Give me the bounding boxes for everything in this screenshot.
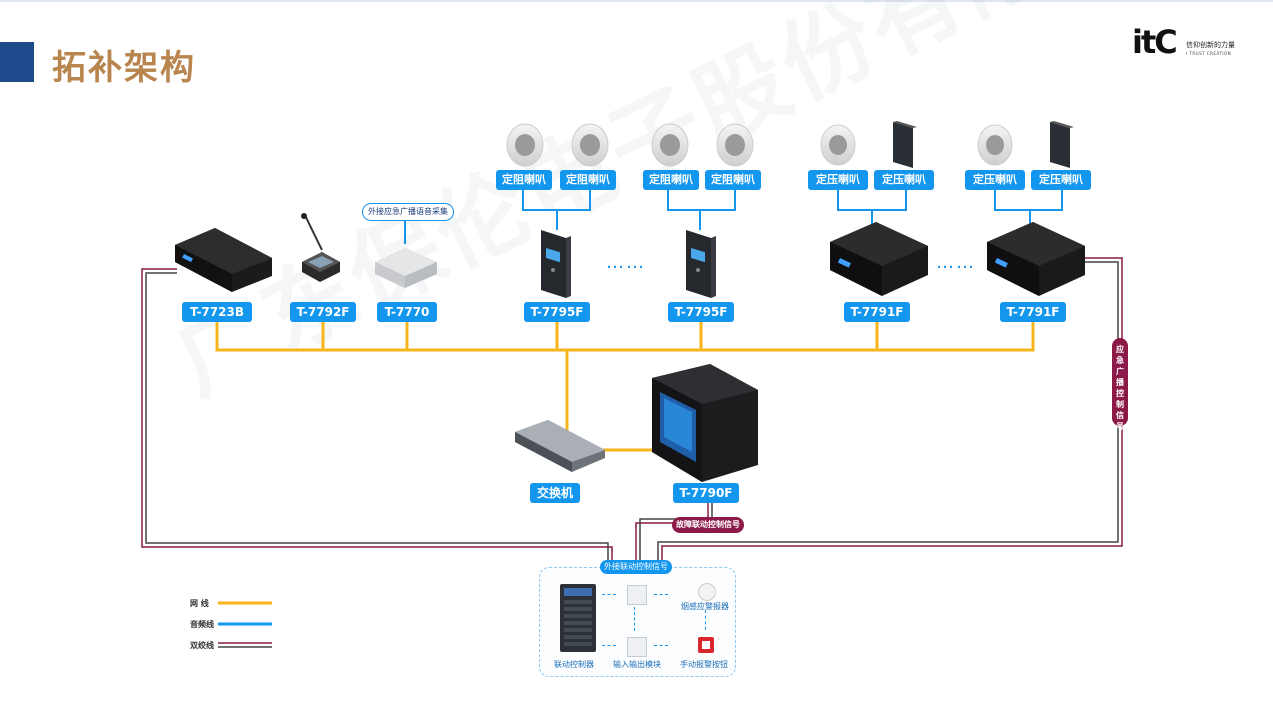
link-arrow-icon	[654, 594, 668, 595]
twisted-pair-lines	[141, 257, 1123, 567]
emergency-control-signal-label: 应急广播控制信号	[1112, 338, 1128, 431]
top-divider	[0, 0, 1273, 2]
ceiling-speaker-icon	[716, 123, 754, 167]
logo-slogan: 信仰创新的力量	[1186, 41, 1235, 49]
io-module-icon	[627, 585, 647, 605]
network-switch-icon	[515, 420, 605, 472]
io-module-icon	[627, 637, 647, 657]
t7723b-device-icon	[175, 228, 272, 292]
network-lines	[215, 322, 1035, 452]
link-arrow-icon	[654, 645, 668, 646]
external-linkage-signal-label: 外接联动控制信号	[600, 560, 672, 574]
ceiling-speaker-icon	[820, 124, 856, 166]
io-module-label: 输入输出模块	[613, 660, 661, 669]
linkage-controller-label: 联动控制器	[554, 660, 594, 669]
logo-mark: itC	[1132, 23, 1178, 61]
page-title: 拓补架构	[52, 48, 196, 88]
ellipsis-left: ……	[606, 252, 646, 273]
legend-swatches	[218, 601, 272, 648]
speaker-label: 定压喇叭	[874, 170, 934, 190]
smoke-alarm-label: 烟感应警报器	[681, 602, 729, 611]
device-label-t7792f: T-7792F	[290, 302, 356, 322]
link-arrow-icon	[602, 645, 616, 646]
company-logo: itC 信仰创新的力量 I TRUST CREATION	[1132, 23, 1235, 61]
device-label-switch: 交换机	[530, 483, 580, 503]
device-label-t7791f: T-7791F	[1000, 302, 1066, 322]
linkage-controller-icon	[560, 584, 596, 652]
t7791f-rack-icon	[830, 222, 928, 296]
link-arrow-icon	[602, 594, 616, 595]
t7790f-host-icon	[652, 364, 758, 482]
wall-speaker-icon	[1050, 121, 1074, 168]
ceiling-speaker-icon	[651, 123, 689, 167]
legend-audio-label: 音频线	[190, 620, 214, 629]
audio-lines	[404, 190, 1063, 244]
smoke-detector-icon	[698, 583, 716, 601]
wall-speaker-icon	[893, 121, 917, 168]
ceiling-speaker-icon	[506, 123, 544, 167]
external-emergency-audio-label: 外接应急广播语音采集	[362, 203, 454, 221]
device-label-t7770: T-7770	[377, 302, 437, 322]
legend-twisted-label: 双绞线	[190, 641, 214, 650]
link-arrow-icon	[634, 607, 639, 631]
device-label-t7795f: T-7795F	[524, 302, 590, 322]
ceiling-speaker-icon	[571, 123, 609, 167]
manual-alarm-button-icon	[698, 637, 714, 653]
speaker-label: 定阻喇叭	[496, 170, 552, 190]
fire-alarm-system-box	[539, 567, 736, 677]
fault-linkage-signal-label: 故障联动控制信号	[672, 517, 744, 533]
ceiling-speaker-icon	[977, 124, 1013, 166]
speaker-label: 定压喇叭	[1031, 170, 1091, 190]
t7795f-panel-icon	[541, 230, 571, 298]
t7770-device-icon	[375, 248, 437, 288]
t7792f-paging-mic-icon	[301, 213, 340, 282]
legend-network-label: 网 线	[190, 599, 209, 608]
speaker-label: 定阻喇叭	[560, 170, 616, 190]
device-label-t7795f: T-7795F	[668, 302, 734, 322]
t7795f-panel-icon	[686, 230, 716, 298]
speaker-label: 定阻喇叭	[643, 170, 699, 190]
device-label-t7791f: T-7791F	[844, 302, 910, 322]
link-arrow-icon	[705, 610, 710, 630]
title-accent-bar	[0, 42, 34, 82]
speaker-icons	[506, 121, 1074, 168]
device-label-t7790f: T-7790F	[673, 483, 739, 503]
speaker-label: 定阻喇叭	[705, 170, 761, 190]
speaker-label: 定压喇叭	[965, 170, 1025, 190]
device-label-t7723b: T-7723B	[182, 302, 252, 322]
manual-alarm-button-label: 手动报警按钮	[680, 660, 728, 669]
logo-sub: I TRUST CREATION	[1186, 51, 1232, 56]
ellipsis-right: ……	[936, 252, 976, 273]
t7791f-rack-icon	[987, 222, 1085, 296]
speaker-label: 定压喇叭	[808, 170, 868, 190]
